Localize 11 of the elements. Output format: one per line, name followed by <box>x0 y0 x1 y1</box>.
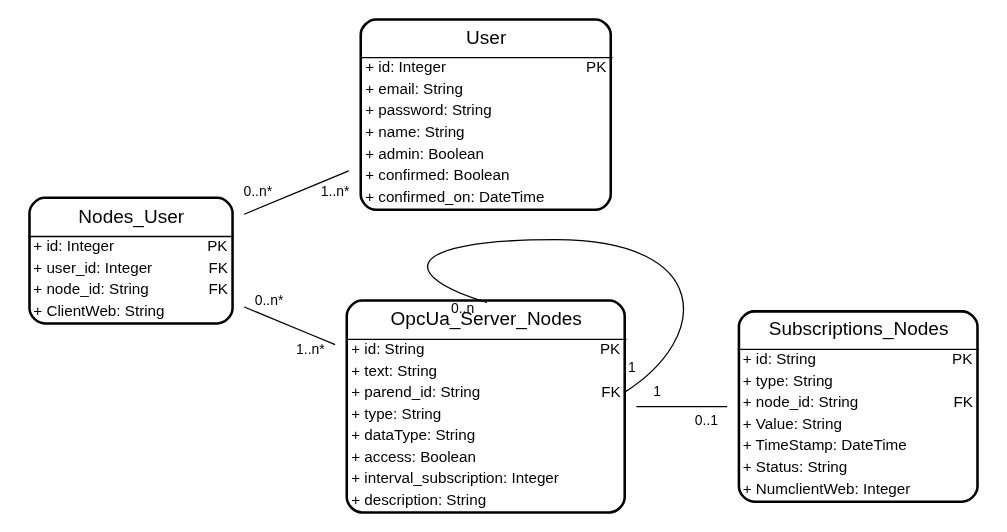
label: 1..n* <box>296 340 325 357</box>
label: 0..n* <box>254 292 284 309</box>
label: 1 <box>653 382 662 399</box>
label: 0..n* <box>243 183 273 200</box>
connector <box>243 306 336 346</box>
connector <box>427 239 685 394</box>
label: 1..n* <box>320 182 350 199</box>
connector <box>243 170 350 215</box>
label: 1 <box>628 359 636 376</box>
connector <box>635 405 728 408</box>
label: 0..1 <box>694 411 719 428</box>
